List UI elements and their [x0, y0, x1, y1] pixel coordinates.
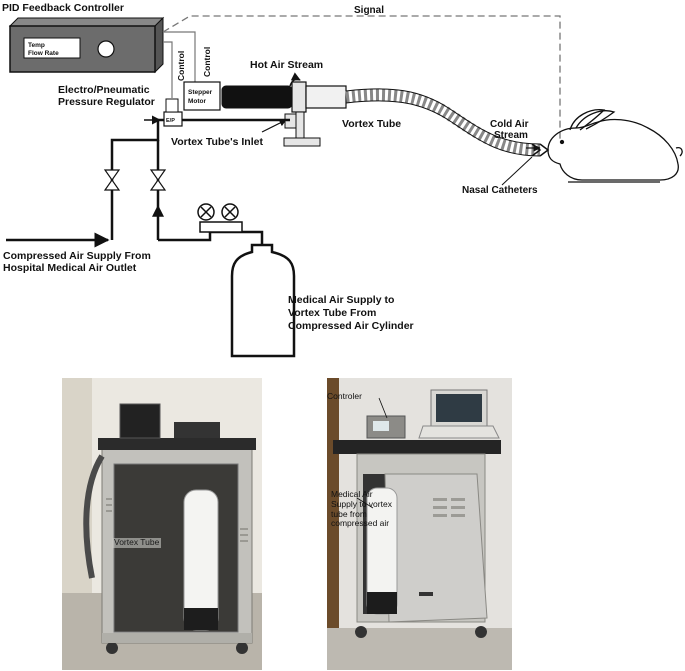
cold-air-hose [345, 88, 541, 156]
hot-air-outlet [221, 85, 293, 109]
photo-air-line-4: compressed air [331, 518, 390, 529]
photo-air-line-2: Supply to vortex [331, 498, 392, 509]
signal-label: Signal [354, 5, 384, 16]
rabbit-icon [547, 109, 683, 183]
vortex-tube [283, 81, 347, 147]
signal-line [162, 15, 561, 140]
control-line-motor [163, 31, 196, 82]
hot-air-stream-label: Hot Air Stream [250, 59, 323, 71]
ep-label: E/P [166, 118, 175, 124]
controller-knob-icon [97, 40, 115, 58]
controller-title: PID Feedback Controller [2, 2, 124, 14]
stepper-motor-label-2: Motor [188, 98, 207, 105]
vortex-tube-schematic: PID Feedback Controller Temp Flow Rate S… [2, 2, 683, 358]
supply-label-2: Hospital Medical Air Outlet [3, 262, 137, 274]
supply-label-1: Compressed Air Supply From [3, 250, 151, 262]
photo-air-line-3: tube from [331, 508, 367, 519]
controller-display-temp: Temp [28, 42, 45, 49]
valve-icon [103, 169, 167, 191]
controller-display-flow: Flow Rate [28, 50, 59, 57]
hot-air-arrow-icon [289, 72, 301, 87]
pid-controller [8, 16, 165, 74]
photo-controller-label: Controler [327, 391, 362, 401]
control-label-1: Control [176, 51, 186, 81]
regulator-label-1: Electro/Pneumatic [58, 84, 150, 96]
stepper-motor [183, 81, 221, 111]
stepper-motor-label-1: Stepper [188, 89, 213, 96]
cylinder-label-1: Medical Air Supply to [288, 294, 394, 306]
photo-air-line-1: Medical Air [331, 489, 373, 499]
nasal-catheters-label: Nasal Catheters [462, 185, 538, 196]
air-cylinder [230, 243, 296, 358]
control-line-regulator [163, 41, 173, 98]
cold-air-label-1: Cold Air [490, 119, 529, 130]
control-label-2: Control [202, 47, 212, 77]
photo-vortex-tube-label: Vortex Tube [112, 537, 162, 548]
cold-air-label-2: Stream [494, 130, 528, 141]
photo-right-cart: Controler Medical Air Supply to vortex t… [327, 378, 512, 670]
vortex-tube-label: Vortex Tube [342, 118, 401, 130]
photo-left-cart: Vortex Tube [62, 378, 262, 670]
cylinder-label-3: Compressed Air Cylinder [288, 320, 414, 332]
regulator-label-2: Pressure Regulator [58, 96, 155, 108]
vortex-inlet-label: Vortex Tube's Inlet [171, 136, 263, 148]
pressure-gauge-icon [197, 203, 243, 233]
cylinder-label-2: Vortex Tube From [288, 307, 376, 319]
photo-air-supply-label: Medical Air Supply to vortex tube from c… [327, 489, 441, 529]
